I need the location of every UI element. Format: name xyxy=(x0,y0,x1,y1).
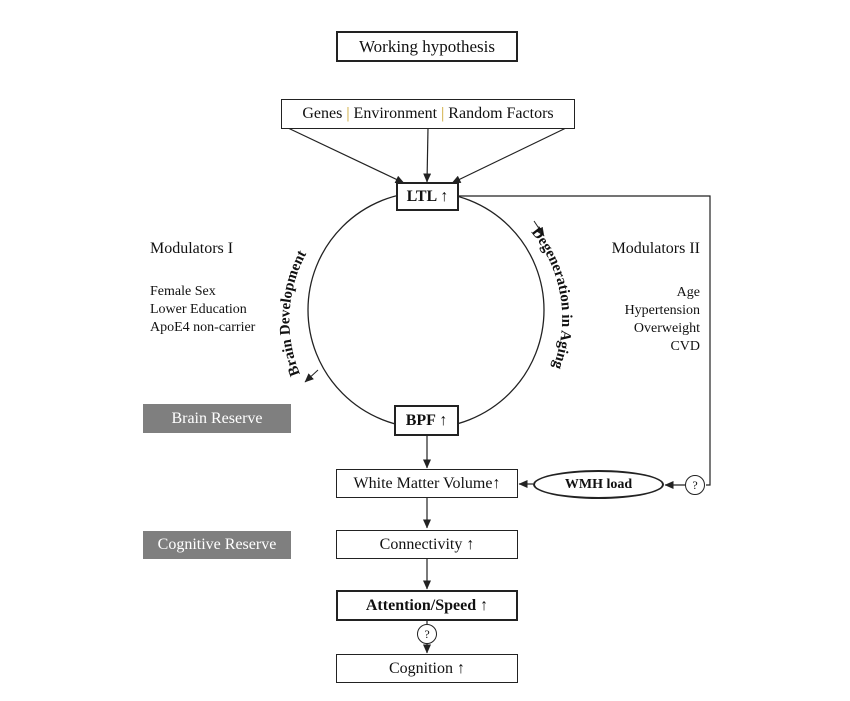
modulators-2-item: Age xyxy=(676,285,700,300)
title-box: Working hypothesis xyxy=(336,31,518,62)
connectivity-box: Connectivity ↑ xyxy=(336,530,518,559)
modulators-1-item: ApoE4 non-carrier xyxy=(150,320,256,335)
modulators-2-item: CVD xyxy=(670,339,700,354)
arrow-random-to-ltl xyxy=(451,127,567,184)
connectivity-label: Connectivity ↑ xyxy=(379,535,475,553)
title-text: Working hypothesis xyxy=(358,36,496,56)
degeneration-in-aging-label: Degeneration in Aging xyxy=(528,225,574,372)
cognition-box: Cognition ↑ xyxy=(336,654,518,683)
white-matter-box: White Matter Volume↑ xyxy=(336,469,518,498)
bpf-box: BPF ↑ xyxy=(394,405,459,436)
factor-genes: Genes xyxy=(302,105,343,122)
modulators-1-item: Lower Education xyxy=(150,302,247,317)
wmh-load-ellipse: WMH load xyxy=(533,470,664,499)
factor-environment: Environment xyxy=(353,105,438,122)
factor-random: Random Factors xyxy=(448,105,554,122)
arc-arrow-left xyxy=(304,369,319,383)
brain-reserve-label: Brain Reserve xyxy=(143,404,291,433)
bpf-label: BPF ↑ xyxy=(405,411,448,429)
brain-development-label: Brain Development xyxy=(277,248,310,378)
attention-speed-box: Attention/Speed ↑ xyxy=(336,590,518,621)
factors-box: Genes | Environment | Random Factors xyxy=(281,99,575,129)
modulators-2-heading: Modulators II xyxy=(611,240,700,257)
factor-separator: | xyxy=(441,105,445,122)
modulators-2-item: Hypertension xyxy=(624,303,700,318)
wmh-load-label: WMH load xyxy=(564,476,633,492)
ltl-label: LTL ↑ xyxy=(406,187,449,205)
question-circle-right: ? xyxy=(685,475,705,495)
cognitive-reserve-label: Cognitive Reserve xyxy=(143,531,291,559)
white-matter-label: White Matter Volume↑ xyxy=(353,474,501,492)
modulators-1-heading: Modulators I xyxy=(150,240,234,257)
arrow-genes-to-ltl xyxy=(287,127,405,184)
question-circle-center: ? xyxy=(417,624,437,644)
modulators-1-item: Female Sex xyxy=(150,284,216,299)
factor-separator: | xyxy=(346,105,350,122)
attention-speed-label: Attention/Speed ↑ xyxy=(365,596,489,614)
modulators-2-item: Overweight xyxy=(633,321,700,336)
ltl-box: LTL ↑ xyxy=(396,182,459,211)
cognition-label: Cognition ↑ xyxy=(388,659,465,677)
arc-arrow-right xyxy=(533,220,545,237)
arrow-environment-to-ltl xyxy=(423,127,432,183)
ltl-feedback-line xyxy=(459,195,711,486)
